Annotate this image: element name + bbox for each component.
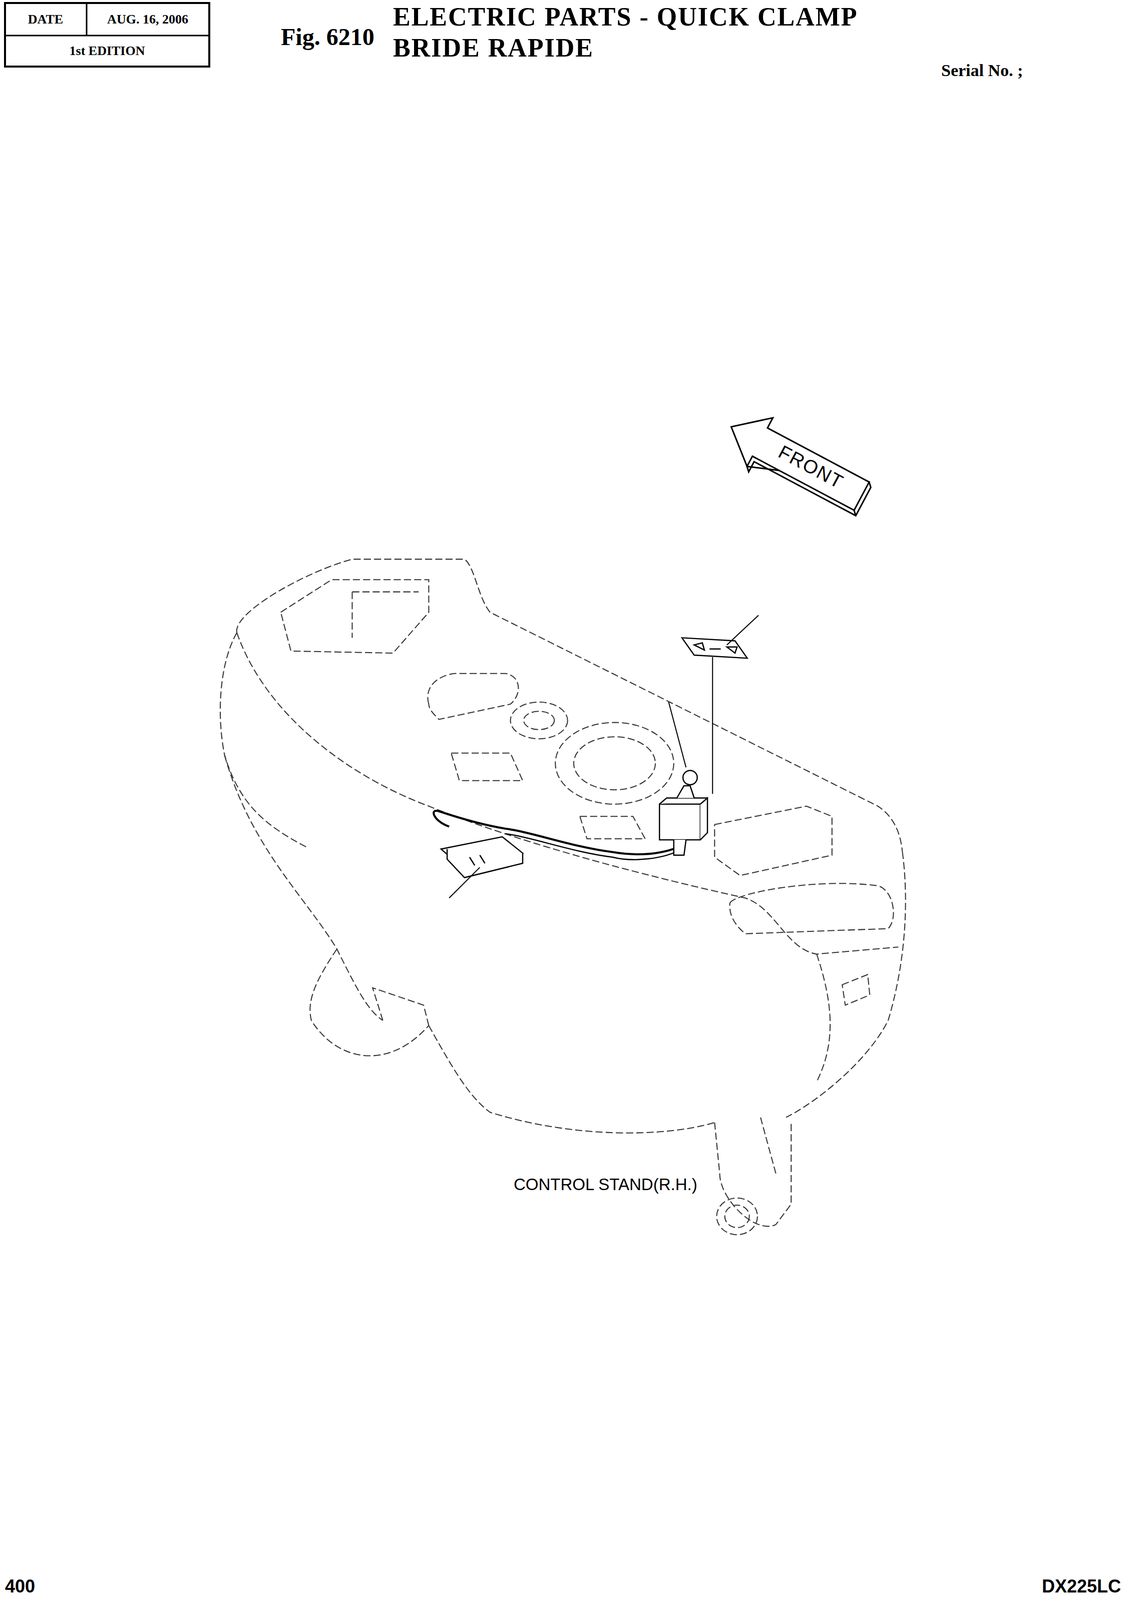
title: ELECTRIC PARTS - QUICK CLAMP	[393, 4, 859, 31]
serial-number: Serial No. ;	[941, 62, 1023, 80]
title-french: BRIDE RAPIDE	[393, 35, 594, 62]
page-number: 400	[5, 1578, 36, 1597]
table-cell: AUG. 16, 2006	[107, 13, 189, 27]
figure-number: Fig. 6210	[280, 25, 375, 50]
front-arrow	[716, 402, 879, 526]
table-cell: DATE	[28, 13, 64, 27]
part-name: CONTROL STAND(R.H.)	[513, 1176, 698, 1194]
model-name: DX225LC	[1041, 1578, 1121, 1597]
table-cell: 1st EDITION	[69, 44, 146, 58]
date-table	[5, 3, 210, 67]
control-stand-drawing	[220, 559, 906, 1236]
